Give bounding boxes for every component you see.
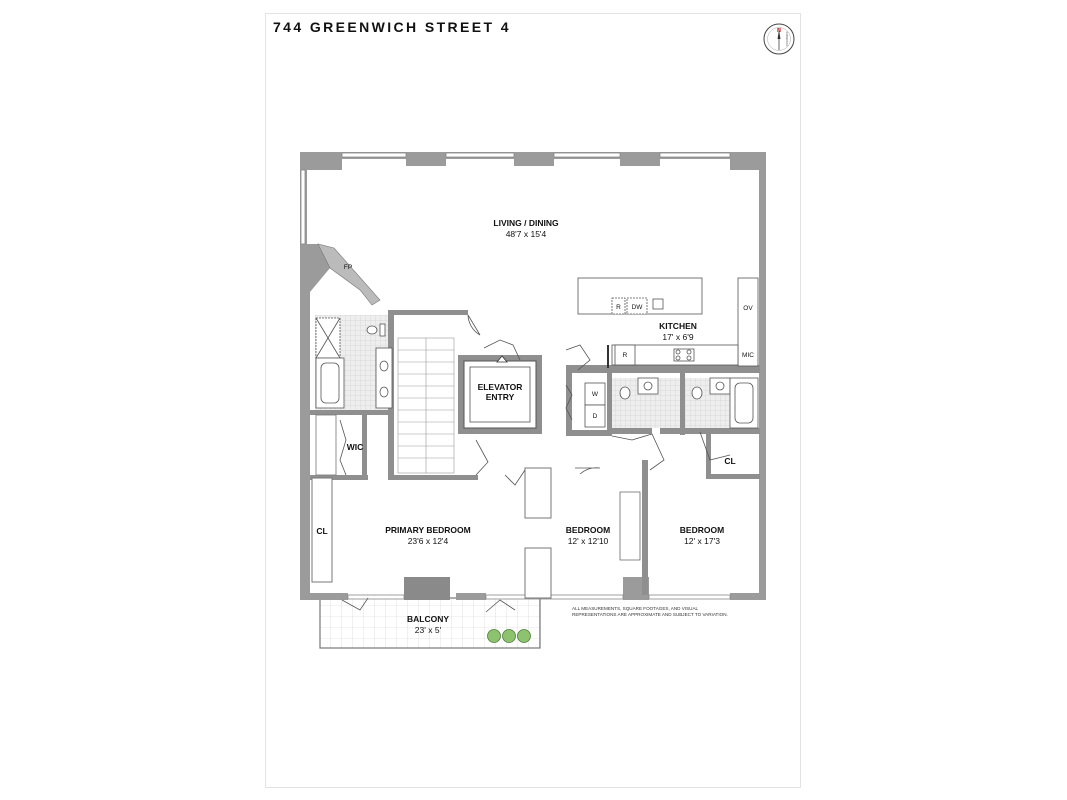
washer-label: W <box>591 391 599 398</box>
bedroom-right-dims: 12' x 17'3 <box>684 536 720 546</box>
fireplace <box>317 243 381 306</box>
primary-bedroom-dims: 23'6 x 12'4 <box>407 536 449 546</box>
primary-bedroom-label: PRIMARY BEDROOM <box>385 525 471 535</box>
compass-north-label: N <box>777 28 781 34</box>
elevator-entry-label-2: ENTRY <box>485 392 515 402</box>
dishwasher-label: DW <box>631 304 643 311</box>
compass-icon: N COMPASS <box>763 23 795 55</box>
plant-icon <box>487 629 501 643</box>
closet-left-label: CL <box>316 526 328 536</box>
doors <box>339 314 731 613</box>
kitchen-dims: 17' x 6'9 <box>662 332 694 342</box>
fireplace-label: FP <box>343 264 353 271</box>
balcony-label: BALCONY <box>406 614 450 624</box>
balcony-dims: 23' x 5' <box>414 625 442 635</box>
page-title: 744 GREENWICH STREET 4 <box>273 19 511 35</box>
disclaimer-note: ALL MEASUREMENTS, SQUARE FOOTAGES, AND V… <box>572 606 728 617</box>
bath-fixtures <box>584 377 759 429</box>
balcony-area <box>319 597 541 649</box>
dryer-label: D <box>592 413 598 420</box>
kitchen-label: KITCHEN <box>659 321 697 331</box>
microwave-label: MIC <box>742 352 754 359</box>
plant-icon <box>502 629 516 643</box>
bedroom-middle-dims: 12' x 12'10 <box>567 536 609 546</box>
oven-label: OV <box>743 305 753 312</box>
refrigerator-label: R <box>622 352 628 359</box>
plant-icon <box>517 629 531 643</box>
primary-bath-fixtures <box>315 317 393 409</box>
elevator-entry-label: ELEVATOR <box>477 382 523 392</box>
living-dining-label: LIVING / DINING <box>493 218 559 228</box>
living-dining-dims: 48'7 x 15'4 <box>505 229 547 239</box>
bedroom-right-label: BEDROOM <box>679 525 725 535</box>
closet-right-label: CL <box>724 456 736 466</box>
compass-ring-label: COMPASS <box>785 32 789 47</box>
kitchen-cabinetry <box>577 277 759 367</box>
island-refrigerator-label: R <box>616 304 621 311</box>
bedroom-middle-label: BEDROOM <box>565 525 611 535</box>
stairs <box>397 337 455 474</box>
elevator <box>463 355 537 429</box>
windows <box>300 152 731 600</box>
wic-label: WIC <box>346 442 364 452</box>
